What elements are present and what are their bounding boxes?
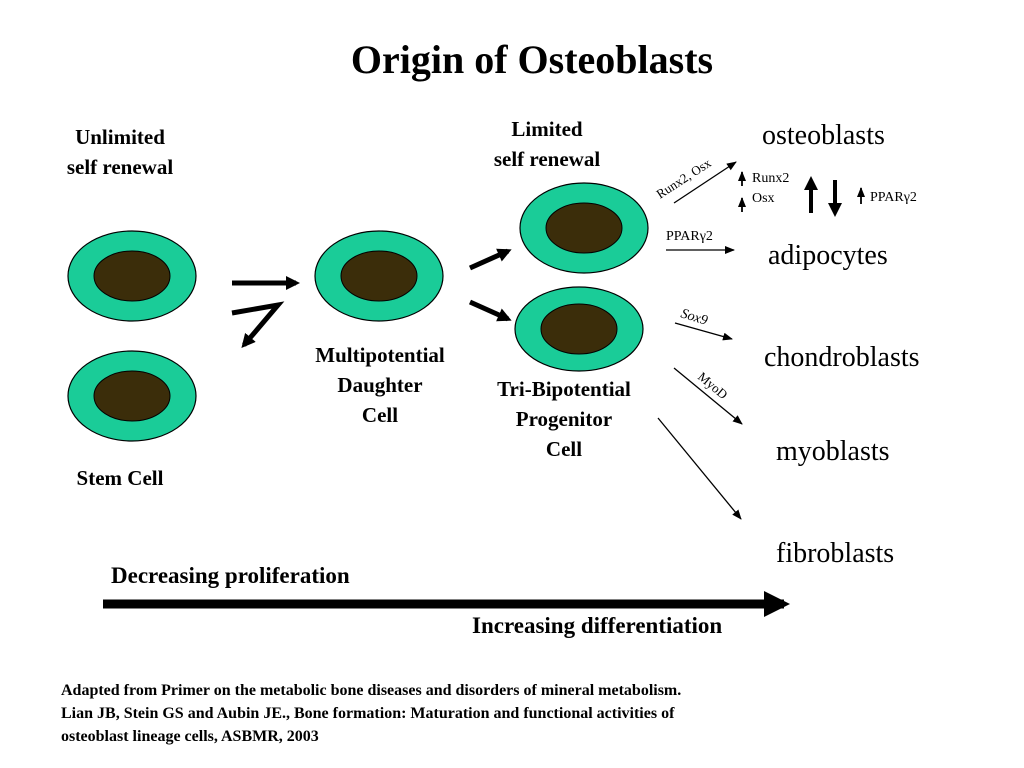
stem-cell-bottom <box>67 350 197 442</box>
outcome-osteoblasts: osteoblasts <box>762 120 885 151</box>
stem-cell-top <box>67 230 197 322</box>
multipotential-label-line2: Daughter <box>337 373 423 397</box>
factor-myod: MyoD <box>695 369 731 402</box>
limited-renewal-label: Limited self renewal <box>467 114 627 174</box>
unlimited-renewal-label: Unlimited self renewal <box>40 122 200 182</box>
daughter-to-progenitor-arrow <box>468 299 512 322</box>
reference-line3: osteoblast lineage cells, ASBMR, 2003 <box>61 728 319 745</box>
increasing-differentiation-label: Increasing differentiation <box>472 613 723 638</box>
progenitor-label: Tri-Bipotential Progenitor Cell <box>474 374 654 464</box>
marker-runx2: Runx2 <box>752 171 790 186</box>
progenitor-label-line1: Tri-Bipotential <box>497 377 631 401</box>
self-renewal-arrow <box>231 301 285 349</box>
progenitor-label-line3: Cell <box>545 437 583 461</box>
myoblast-arrow <box>673 367 743 425</box>
marker-osx: Osx <box>752 191 775 206</box>
page-title: Origin of Osteoblasts <box>350 37 714 82</box>
multipotential-daughter-cell <box>314 230 444 322</box>
progenitor-label-line2: Progenitor <box>515 407 613 431</box>
factor-pparg2: PPARγ2 <box>666 229 713 244</box>
tri-bipotential-progenitor-cell <box>514 286 644 372</box>
limited-renewal-cell <box>519 182 649 274</box>
multipotential-label: Multipotential Daughter Cell <box>290 340 470 430</box>
unlimited-label-line1: Unlimited <box>75 125 165 149</box>
chondroblast-arrow <box>674 322 733 341</box>
outcome-fibroblasts: fibroblasts <box>776 538 895 569</box>
decreasing-proliferation-label: Decreasing proliferation <box>111 563 350 588</box>
multipotential-label-line1: Multipotential <box>315 343 445 367</box>
outcome-adipocytes: adipocytes <box>768 240 888 271</box>
reference-line1: Adapted from Primer on the metabolic bon… <box>61 682 682 699</box>
limited-label-line2: self renewal <box>493 147 601 171</box>
factor-runx2-osx: Runx2, Osx <box>653 155 714 202</box>
fibroblast-arrow <box>657 417 742 520</box>
osteoblast-arrow <box>673 161 737 204</box>
stem-cell-label: Stem Cell <box>76 466 164 490</box>
daughter-to-limited-arrow <box>468 248 512 271</box>
outcome-myoblasts: myoblasts <box>776 436 890 467</box>
limited-label-line1: Limited <box>511 117 583 141</box>
reference-citation: Adapted from Primer on the metabolic bon… <box>61 679 961 748</box>
unlimited-label-line2: self renewal <box>66 155 174 179</box>
marker-pparg2: PPARγ2 <box>870 190 917 205</box>
multipotential-label-line3: Cell <box>361 403 399 427</box>
outcome-chondroblasts: chondroblasts <box>764 342 920 373</box>
reference-line2: Lian JB, Stein GS and Aubin JE., Bone fo… <box>61 705 675 722</box>
